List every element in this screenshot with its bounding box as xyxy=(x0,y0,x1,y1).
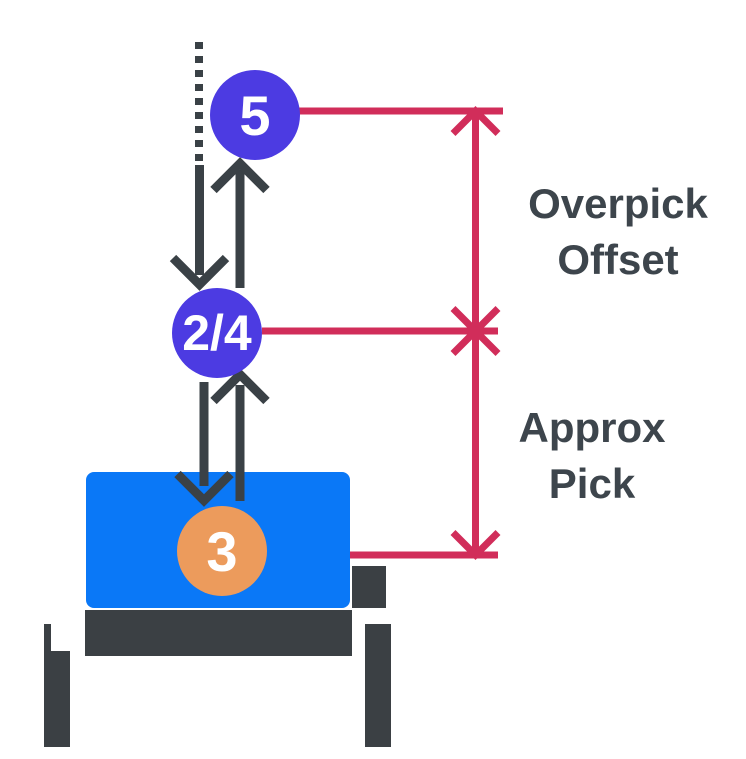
down-arrow-head-icon xyxy=(169,254,230,291)
cart-leg-right xyxy=(365,624,391,747)
overpick-offset-line1: Overpick xyxy=(528,180,708,227)
cart-leg-back-left xyxy=(44,624,51,652)
waypoint-label: 5 xyxy=(239,83,271,147)
up-arrow-head-icon xyxy=(210,157,270,194)
motion-arrows-upper xyxy=(169,157,270,291)
approx-pick-line1: Approx xyxy=(518,404,666,451)
dashed-path-line xyxy=(195,42,203,163)
up-arrow-head-icon xyxy=(210,368,270,405)
overpick-offset-label: Overpick Offset xyxy=(478,176,746,288)
cart-rear-block xyxy=(352,566,386,608)
approx-pick-label: Approx Pick xyxy=(452,400,732,512)
waypoint-node-approach: 2/4 xyxy=(172,288,262,378)
arrowhead-up-icon xyxy=(450,106,501,136)
arrowhead-up-mid-icon xyxy=(450,326,501,356)
waypoint-node-overpick: 5 xyxy=(210,70,300,160)
down-arrow-head-icon xyxy=(174,470,234,507)
cart-tabletop xyxy=(85,610,352,656)
motion-arrows-lower xyxy=(174,368,270,507)
overpick-offset-line2: Offset xyxy=(557,236,679,283)
waypoint-label: 2/4 xyxy=(182,305,252,361)
approx-pick-line2: Pick xyxy=(548,460,636,507)
waypoint-label: 3 xyxy=(206,519,238,583)
cart-leg-front-left xyxy=(44,651,70,747)
arrowhead-down-icon xyxy=(450,530,501,560)
waypoint-node-pick: 3 xyxy=(177,506,267,596)
